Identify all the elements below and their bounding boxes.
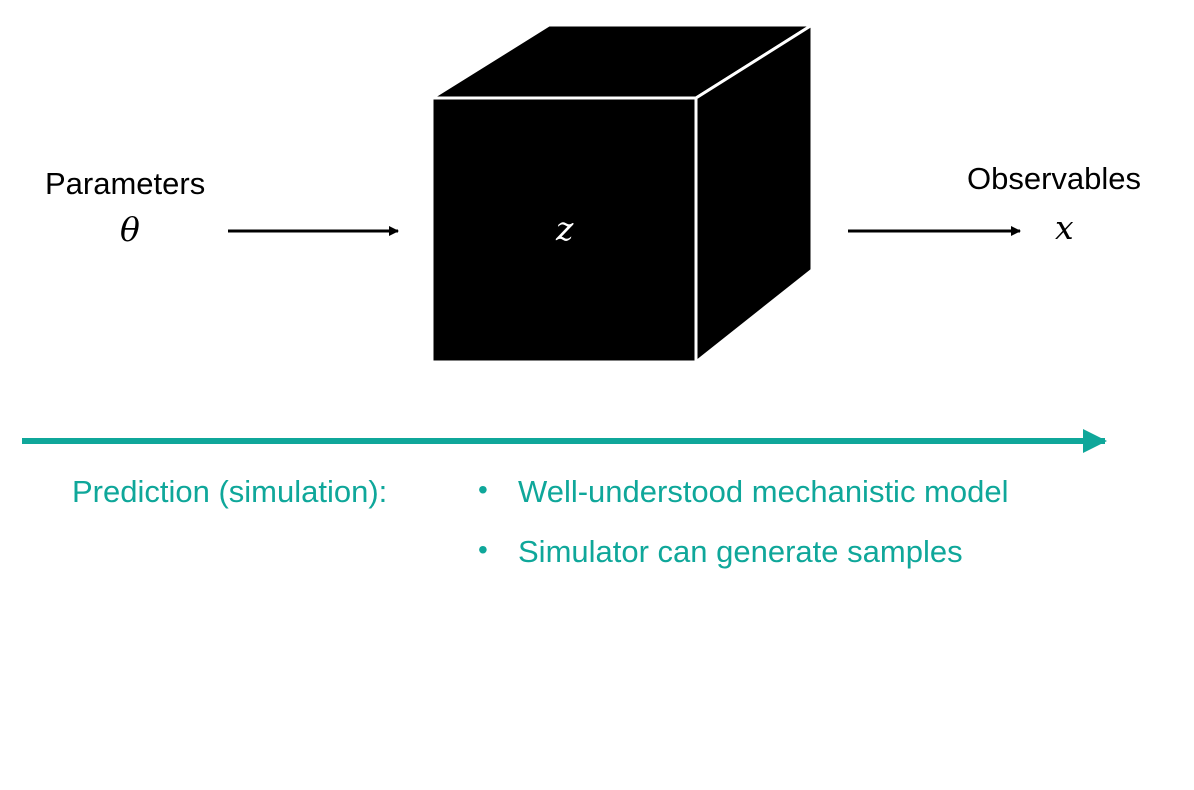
prediction-bullet-list: • Well-understood mechanistic model • Si… (478, 476, 1009, 596)
cube-front-face (430, 96, 698, 364)
theta-symbol: θ (120, 210, 140, 249)
bullet-dot-icon: • (478, 474, 488, 505)
x-symbol: x (1055, 208, 1074, 247)
parameters-label: Parameters (45, 166, 206, 201)
latent-z-symbol: z (556, 209, 574, 248)
black-box-cube (426, 22, 818, 366)
prediction-label: Prediction (simulation): (72, 474, 388, 509)
bullet-item: • Well-understood mechanistic model (478, 476, 1009, 536)
bullet-item: • Simulator can generate samples (478, 536, 1009, 596)
observables-label: Observables (967, 161, 1142, 196)
bullet-text: Simulator can generate samples (518, 534, 963, 569)
bullet-dot-icon: • (478, 534, 488, 565)
bullet-text: Well-understood mechanistic model (518, 474, 1009, 509)
